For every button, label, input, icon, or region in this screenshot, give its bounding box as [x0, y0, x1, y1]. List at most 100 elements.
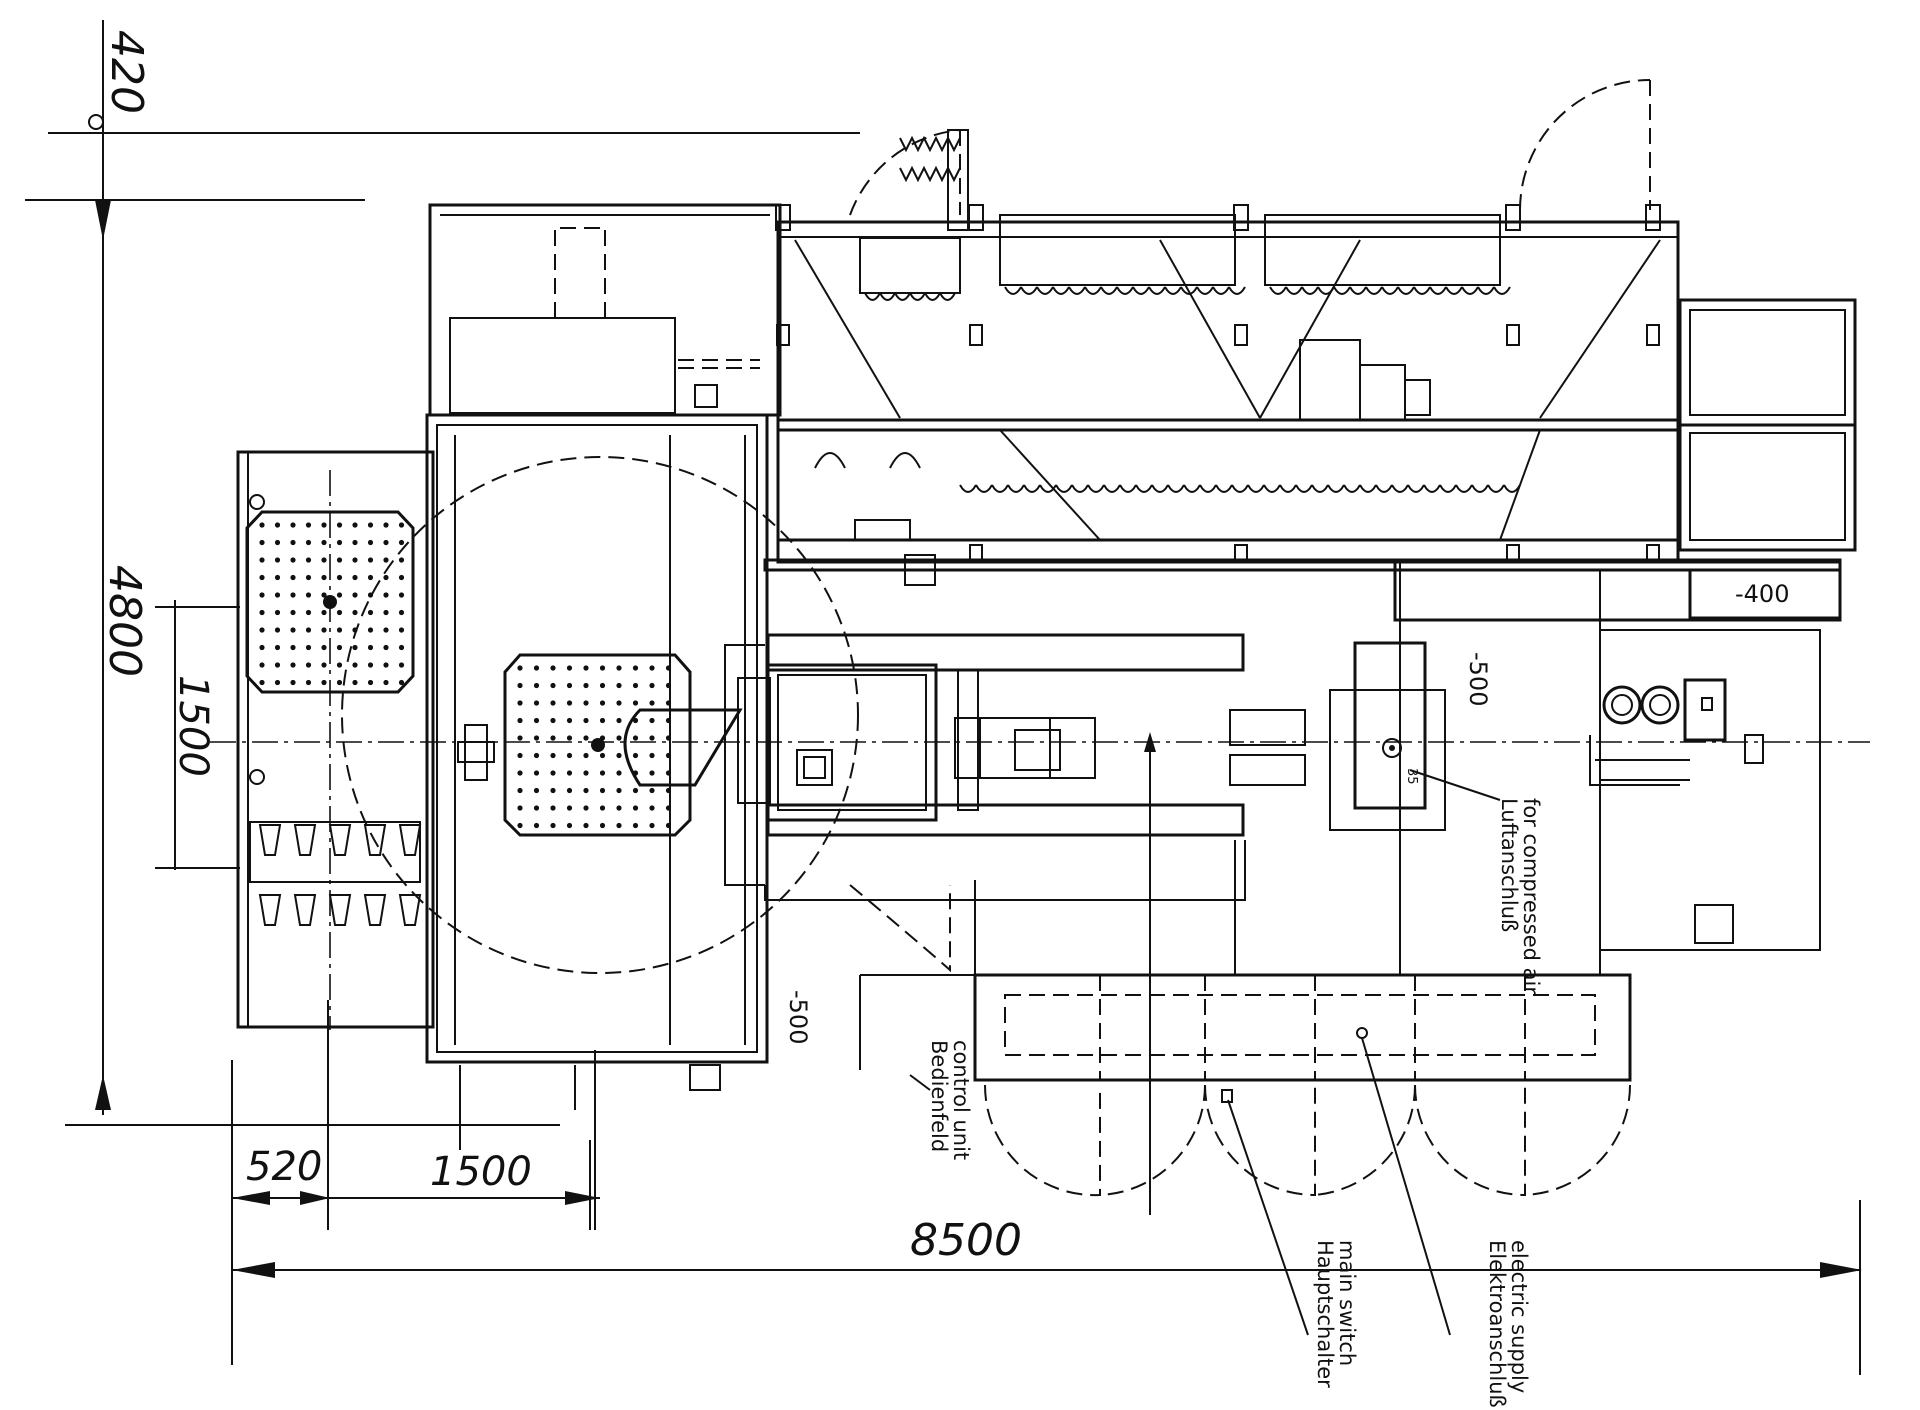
- pallet-hole: [517, 805, 523, 811]
- pallet-hole: [336, 557, 343, 563]
- pallet-hole: [599, 805, 606, 811]
- tool-magazine: [775, 79, 1680, 586]
- tool-pocket: [1247, 484, 1265, 493]
- pallet-hole: [321, 574, 327, 581]
- pallet-hole: [665, 665, 672, 671]
- tool-pocket: [1263, 484, 1281, 493]
- pallet-hole: [649, 735, 655, 741]
- tool-pocket: [1359, 484, 1377, 493]
- tool-pocket: [1020, 286, 1038, 295]
- tool-pocket: [1333, 286, 1351, 295]
- pallet-hole: [649, 787, 655, 794]
- pallet-hole: [352, 557, 358, 563]
- tool-pocket: [1503, 484, 1521, 493]
- tool-pocket: [939, 292, 956, 301]
- pallet-hole: [517, 700, 523, 706]
- pallet-hole: [290, 679, 296, 686]
- tool-pocket: [1445, 286, 1463, 295]
- pallet-hole: [336, 644, 343, 651]
- pallet-hole: [616, 770, 622, 776]
- pallet-hole: [398, 662, 405, 668]
- pallet-hole: [517, 752, 523, 759]
- pallet-hole: [665, 682, 672, 689]
- tool-pocket: [1413, 286, 1431, 295]
- pallet-hole: [632, 805, 639, 811]
- dimension-labels: 420 4800 1500 520 1500 8500: [99, 30, 1022, 1266]
- pallet-hole: [533, 822, 540, 829]
- pallet-hole: [290, 627, 296, 633]
- pallet-hole: [352, 539, 358, 546]
- pallet-hole: [305, 592, 312, 598]
- tool-pocket: [864, 292, 881, 301]
- pallet-hole: [550, 770, 556, 776]
- frame-post: [775, 204, 791, 231]
- pallet-hole: [321, 662, 327, 668]
- tool-pocket: [1167, 484, 1185, 493]
- tool-pocket: [1023, 484, 1041, 493]
- tool-pocket: [1269, 286, 1287, 295]
- pallet-hole: [383, 609, 389, 616]
- pallet-hole: [566, 665, 573, 671]
- pallet-hole: [550, 787, 556, 794]
- pallet-hole: [566, 770, 573, 776]
- tool-pocket: [1375, 484, 1393, 493]
- pallet-hole: [398, 627, 405, 633]
- pallet-hole: [616, 822, 622, 829]
- pallet-station: [236, 450, 435, 1030]
- tool-pocket: [1487, 484, 1505, 493]
- fixture: [363, 824, 387, 856]
- pallet-hole: [649, 822, 655, 829]
- pallet-hole: [352, 609, 358, 616]
- pallet-hole: [599, 717, 606, 724]
- top-housing: [428, 203, 782, 417]
- tool-pocket: [1477, 286, 1495, 295]
- pallet-hole: [321, 679, 327, 686]
- compressed-air-label-en: for compressed air: [1519, 798, 1543, 995]
- compressed-air-label-de: Luftanschluß: [1497, 798, 1521, 932]
- pallet-hole: [665, 752, 672, 759]
- pallet-hole: [517, 822, 523, 829]
- pallet-hole: [367, 539, 374, 546]
- pallet-hole: [305, 627, 312, 633]
- tool-pocket: [1285, 286, 1303, 295]
- pallet-hole: [649, 752, 655, 759]
- pallet-hole: [599, 665, 606, 671]
- tool-pocket: [1397, 286, 1415, 295]
- pallet-hole: [599, 700, 606, 706]
- tool-pocket: [1055, 484, 1073, 493]
- pallet-hole: [649, 665, 655, 671]
- pallet-hole: [533, 665, 540, 671]
- pallet-hole: [517, 770, 523, 776]
- pallet-hole: [305, 522, 312, 528]
- pallet-hole: [290, 522, 296, 528]
- pallet-hole: [649, 805, 655, 811]
- pallet-hole: [259, 539, 265, 546]
- pallet-hole: [274, 592, 281, 598]
- pallet-hole: [274, 574, 281, 581]
- fixture: [398, 824, 422, 856]
- electric-supply-label-de: Elektroanschluß: [1485, 1240, 1509, 1408]
- pallet-hole: [533, 752, 540, 759]
- frame-post: [1505, 204, 1521, 231]
- pallet-hole: [599, 787, 606, 794]
- tool-pocket: [1052, 286, 1070, 295]
- tool-pocket: [1151, 484, 1169, 493]
- pallet-hole: [352, 592, 358, 598]
- tool-pocket: [1148, 286, 1166, 295]
- pallet-hole: [616, 787, 622, 794]
- tool-pocket: [909, 292, 926, 301]
- pallet-hole: [259, 662, 265, 668]
- pallet-hole: [352, 662, 358, 668]
- pallet-hole: [336, 679, 343, 686]
- fixture: [363, 894, 387, 926]
- frame-post: [1234, 544, 1248, 561]
- pallet-hole: [517, 787, 523, 794]
- pallet-hole: [599, 822, 606, 829]
- tool-pocket: [1132, 286, 1150, 295]
- tool-pocket: [1407, 484, 1425, 493]
- pallet-hole: [321, 522, 327, 528]
- pallet-hole: [367, 627, 374, 633]
- pallet-hole: [274, 539, 281, 546]
- frame-post: [1646, 324, 1660, 346]
